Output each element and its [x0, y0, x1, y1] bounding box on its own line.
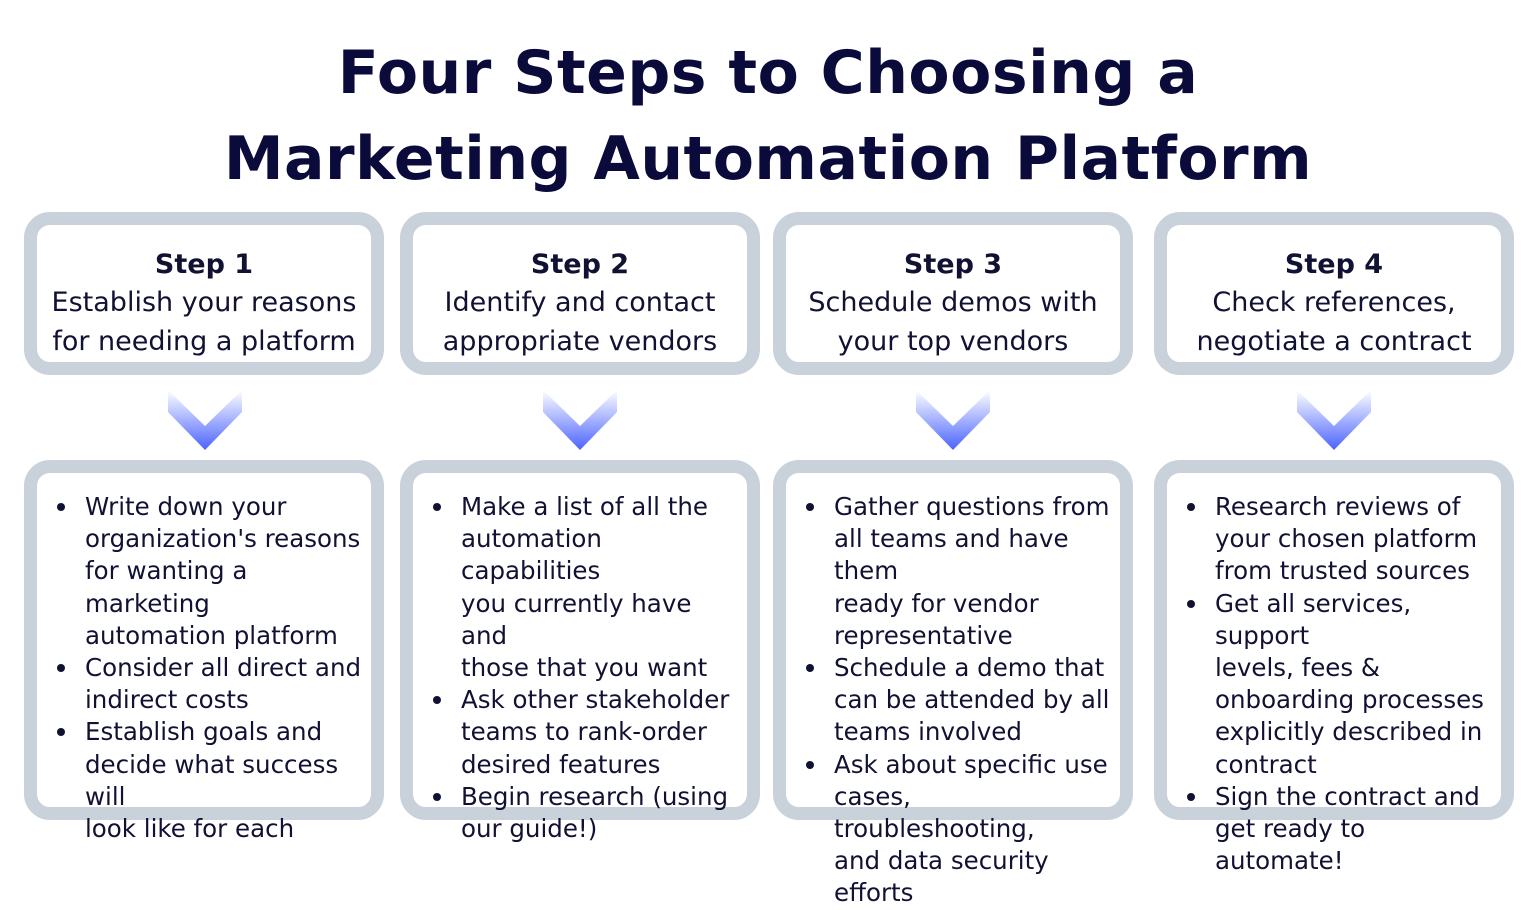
step-2-bullet: Make a list of all the automation capabi… [425, 491, 739, 684]
step-3-box: Step 3 Schedule demos with your top vend… [773, 212, 1133, 375]
step-3-bullet: Gather questions from all teams and have… [798, 491, 1112, 652]
step-1-description: Establish your reasons for needing a pla… [51, 287, 357, 357]
step-3-label: Step 3 [903, 249, 1003, 280]
step-4-chevron-down-icon [1297, 390, 1371, 450]
step-3-description: Schedule demos with your top vendors [808, 287, 1098, 357]
step-2-bullet: Ask other stakeholder teams to rank-orde… [425, 684, 739, 781]
step-4-details: Research reviews of your chosen platform… [1154, 460, 1514, 875]
step-1-box: Step 1 Establish your reasons for needin… [24, 212, 384, 375]
title-line-2: Marketing Automation Platform [223, 124, 1313, 194]
step-3-bullet: Schedule a demo that can be attended by … [798, 652, 1112, 749]
step-3-bullet: Ask about specific use cases, troublesho… [798, 749, 1112, 910]
step-2-details: Make a list of all the automation capabi… [400, 460, 760, 843]
title-line-1: Four Steps to Choosing a [337, 38, 1199, 108]
step-4-bullet: Sign the contract and get ready to autom… [1179, 781, 1493, 878]
step-1-chevron-down-icon [168, 390, 242, 450]
step-4-bullet: Research reviews of your chosen platform… [1179, 491, 1493, 588]
step-2-chevron-down-icon [543, 390, 617, 450]
step-1-bullet: Write down your organization's reasons f… [49, 491, 363, 652]
step-4-description: Check references, negotiate a contract [1196, 287, 1472, 357]
step-4-bullet: Get all services, support levels, fees &… [1179, 588, 1493, 781]
step-1-bullet: Consider all direct and indirect costs [49, 652, 363, 716]
step-2-bullet: Begin research (using our guide!) [425, 781, 739, 845]
step-1-details: Write down your organization's reasons f… [24, 460, 384, 843]
step-1-bullet: Establish goals and decide what success … [49, 716, 363, 845]
step-3-details: Gather questions from all teams and have… [773, 460, 1133, 907]
step-3-chevron-down-icon [916, 390, 990, 450]
step-1-label: Step 1 [154, 249, 254, 280]
page-title: Four Steps to Choosing a Marketing Autom… [0, 30, 1536, 202]
step-2-box: Step 2 Identify and contact appropriate … [400, 212, 760, 375]
step-2-description: Identify and contact appropriate vendors [442, 287, 718, 357]
step-4-label: Step 4 [1284, 249, 1384, 280]
step-2-label: Step 2 [530, 249, 630, 280]
step-4-box: Step 4 Check references, negotiate a con… [1154, 212, 1514, 375]
